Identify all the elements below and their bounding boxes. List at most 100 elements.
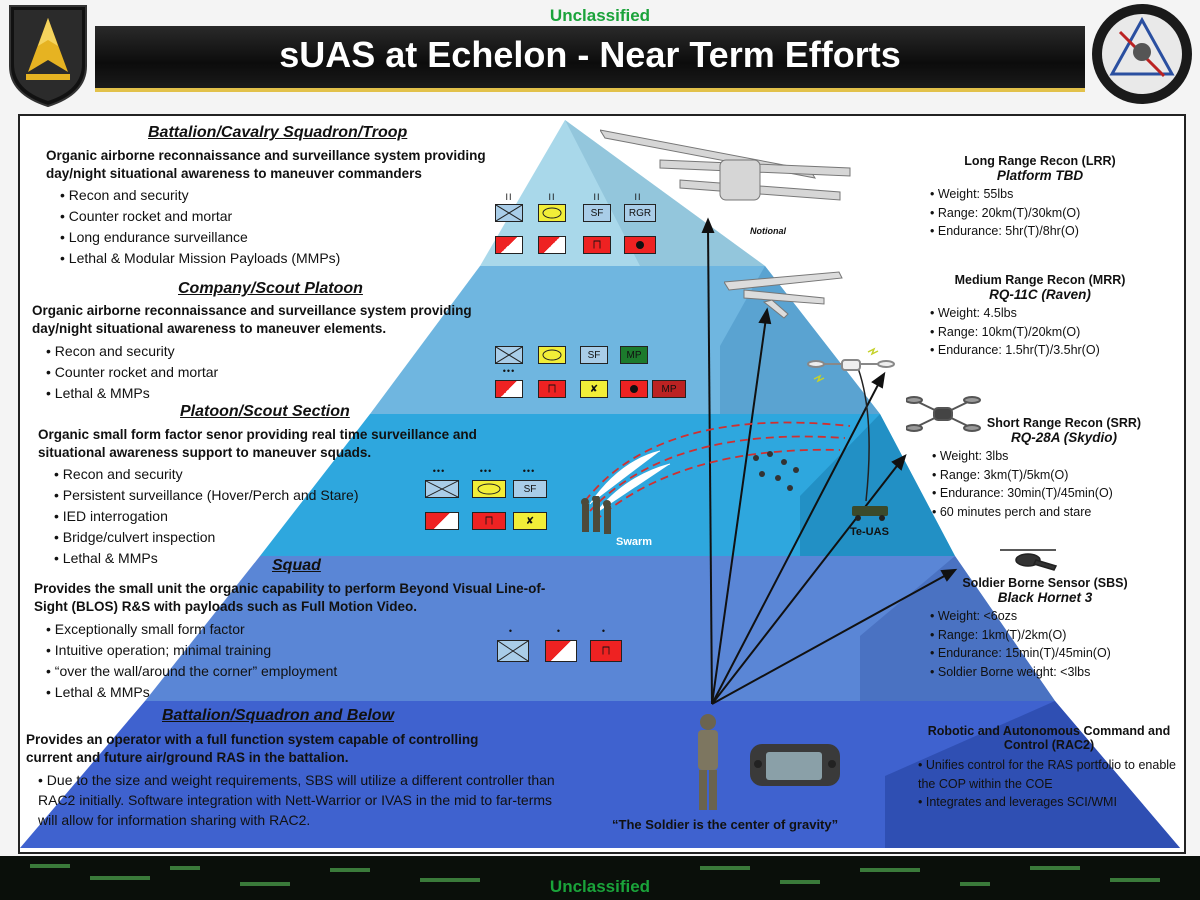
cavalry-symbol [495, 236, 523, 254]
list-item: Weight: <6ozs [930, 607, 1160, 626]
command-seal-icon [1092, 4, 1192, 104]
cavalry-symbol [495, 380, 523, 398]
list-item: Endurance: 1.5hr(T)/3.5hr(O) [930, 341, 1150, 360]
list-item: Unifies control for the RAS portfolio to… [918, 756, 1180, 793]
mrr-raven-icon [724, 271, 843, 319]
tethered-drone-icon [807, 347, 895, 383]
system-title: Soldier Borne Sensor (SBS) [962, 576, 1128, 590]
infantry-symbol [495, 346, 523, 364]
artillery-symbol: ⨅ [590, 640, 622, 662]
list-item: 60 minutes perch and stare [932, 503, 1156, 522]
system-specs: Weight: <6ozs Range: 1km(T)/2km(O) Endur… [930, 607, 1160, 681]
infantry-symbol [425, 480, 459, 498]
fires-symbol [620, 380, 648, 398]
list-item: Endurance: 5hr(T)/8hr(O) [930, 222, 1150, 241]
system-sbs: Soldier Borne Sensor (SBS) Black Hornet … [930, 576, 1160, 681]
mp-red-symbol: MP [652, 380, 686, 398]
list-item: Endurance: 30min(T)/45min(O) [932, 484, 1156, 503]
list-item: Recon and security [60, 185, 340, 206]
artillery-symbol: ⨅ [583, 236, 611, 254]
list-item: Counter rocket and mortar [46, 362, 218, 383]
tier-4-heading: Squad [272, 557, 321, 574]
tier-3-description: Organic small form factor senor providin… [38, 427, 477, 460]
echelon-mark: • [556, 626, 562, 636]
sf-symbol: SF [580, 346, 608, 364]
list-item: Range: 10km(T)/20km(O) [930, 323, 1150, 342]
soldier-icon [698, 714, 718, 810]
tier-4-description: Provides the small unit the organic capa… [34, 581, 546, 614]
army-futures-logo-icon [9, 5, 87, 108]
tier-1-description: Organic airborne reconnaissance and surv… [46, 148, 486, 181]
list-item: Weight: 3lbs [932, 447, 1156, 466]
tier-1-bullets: Recon and security Counter rocket and mo… [60, 185, 341, 269]
mp-symbol: MP [620, 346, 648, 364]
list-item: “over the wall/around the corner” employ… [46, 661, 337, 682]
tier-3-bullets: Recon and security Persistent surveillan… [54, 464, 359, 569]
sf-symbol: SF [583, 204, 611, 222]
center-of-gravity-quote: “The Soldier is the center of gravity” [612, 817, 839, 832]
echelon-mark: ••• [479, 466, 493, 476]
artillery-symbol: ⨅ [538, 380, 566, 398]
swarm-label: Swarm [616, 536, 653, 548]
engineer-symbol: ✘ [580, 380, 608, 398]
list-item: Integrates and leverages SCI/WMI [918, 793, 1180, 812]
te-uas-vehicle-icon [852, 506, 888, 521]
echelon-mark: ••• [432, 466, 446, 476]
tier-3-side [800, 414, 955, 556]
system-title: Robotic and Autonomous Command and Contr… [927, 724, 1171, 752]
artillery-symbol: ⨅ [472, 512, 506, 530]
cavalry-symbol [545, 640, 577, 662]
tier-5-heading: Battalion/Squadron and Below [162, 707, 395, 724]
system-subtitle: RQ-11C (Raven) [989, 287, 1091, 302]
rgr-symbol: RGR [624, 204, 656, 222]
list-item: Lethal & MMPs [46, 682, 337, 703]
list-item: Lethal & Modular Mission Payloads (MMPs) [60, 248, 341, 269]
list-item: Range: 3km(T)/5km(O) [932, 466, 1156, 485]
system-specs: Unifies control for the RAS portfolio to… [918, 756, 1180, 812]
infantry-symbol [497, 640, 529, 662]
te-uas-label: Te-UAS [850, 526, 889, 538]
list-item: Counter rocket and mortar [60, 206, 340, 227]
swarm-drones-icon [753, 451, 799, 491]
tier-4-band [145, 556, 1055, 701]
srr-skydio-icon [906, 396, 981, 432]
classification-top: Unclassified [549, 6, 651, 25]
system-title: Short Range Recon (SRR) [986, 416, 1142, 430]
footer-circuit-band [0, 856, 1200, 900]
list-item: Exceptionally small form factor [46, 619, 337, 640]
sf-symbol: SF [513, 480, 547, 498]
armor-symbol [538, 346, 566, 364]
echelon-mark: II [505, 192, 513, 202]
swarm-soldiers-icon [581, 496, 611, 534]
list-item: Intuitive operation; minimal training [46, 640, 337, 661]
tier-2-heading: Company/Scout Platoon [178, 280, 363, 297]
list-item: Range: 1km(T)/2km(O) [930, 626, 1160, 645]
cavalry-symbol [425, 512, 459, 530]
system-rac2: Robotic and Autonomous Command and Contr… [918, 724, 1180, 812]
lrr-drone-icon [600, 129, 851, 201]
tier-2-bullets: Recon and security Counter rocket and mo… [46, 341, 218, 404]
system-specs: Weight: 55lbs Range: 20km(T)/30km(O) End… [930, 185, 1150, 241]
list-item: Range: 20km(T)/30km(O) [930, 204, 1150, 223]
armor-symbol [472, 480, 506, 498]
cavalry-symbol [538, 236, 566, 254]
rac2-controller-icon [750, 744, 840, 786]
tier-1-side [565, 120, 765, 266]
armor-symbol [538, 204, 566, 222]
list-item: Weight: 4.5lbs [930, 304, 1150, 323]
list-item: Soldier Borne weight: <3lbs [930, 663, 1160, 682]
system-mrr: Medium Range Recon (MRR) RQ-11C (Raven) … [930, 273, 1150, 360]
list-item: Lethal & MMPs [46, 383, 218, 404]
infantry-symbol [495, 204, 523, 222]
tier-2-description: Organic airborne reconnaissance and surv… [32, 303, 472, 336]
black-hornet-icon [1000, 549, 1058, 571]
list-item: Due to the size and weight requirements,… [38, 770, 568, 830]
system-subtitle: Platform TBD [996, 168, 1084, 183]
title-banner [95, 26, 1085, 92]
echelon-mark: II [634, 192, 642, 202]
list-item: Lethal & MMPs [54, 548, 358, 569]
tier-1-heading: Battalion/Cavalry Squadron/Troop [148, 124, 408, 141]
tier-4-bullets: Exceptionally small form factor Intuitiv… [46, 619, 337, 703]
system-specs: Weight: 3lbs Range: 3km(T)/5km(O) Endura… [932, 447, 1156, 521]
tier-5-description: Provides an operator with a full functio… [26, 732, 479, 765]
